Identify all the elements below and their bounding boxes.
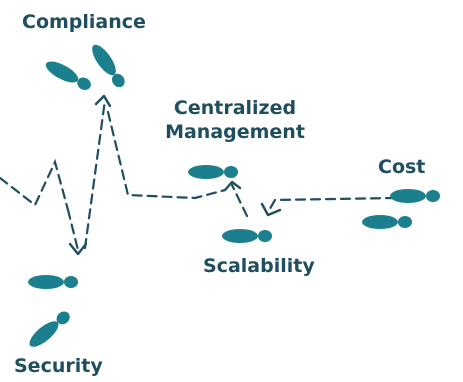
path-to-security	[66, 208, 80, 252]
dashed-path	[0, 98, 397, 252]
label-centralized-management: Centralized Management	[150, 96, 320, 144]
footprint-icon	[390, 189, 440, 203]
arrow-head-icon	[260, 202, 282, 217]
label-security: Security	[14, 355, 103, 377]
footprint-icon	[362, 215, 412, 229]
path-up-to-compliance	[83, 98, 107, 250]
arrow-heads	[68, 94, 282, 256]
label-management: Management	[165, 121, 305, 143]
footprint-icon	[87, 41, 129, 91]
label-compliance: Compliance	[22, 11, 146, 33]
path-left-entry	[0, 158, 70, 212]
footprint-icon	[25, 308, 74, 351]
arrow-head-icon	[68, 242, 88, 256]
label-scalability: Scalability	[203, 255, 315, 277]
footprint-icon	[222, 229, 272, 243]
arrow-head-icon	[94, 94, 112, 108]
footprints	[25, 41, 440, 351]
path-compliance-to-central	[106, 110, 227, 200]
path-scal-to-central	[230, 183, 249, 218]
footprint-icon	[28, 275, 78, 289]
label-cost: Cost	[378, 156, 426, 178]
footprint-icon	[188, 165, 238, 179]
label-centralized: Centralized	[173, 97, 297, 119]
path-cost-to-scal	[266, 196, 397, 214]
footprint-icon	[42, 57, 94, 94]
arrow-head-icon	[223, 180, 242, 192]
